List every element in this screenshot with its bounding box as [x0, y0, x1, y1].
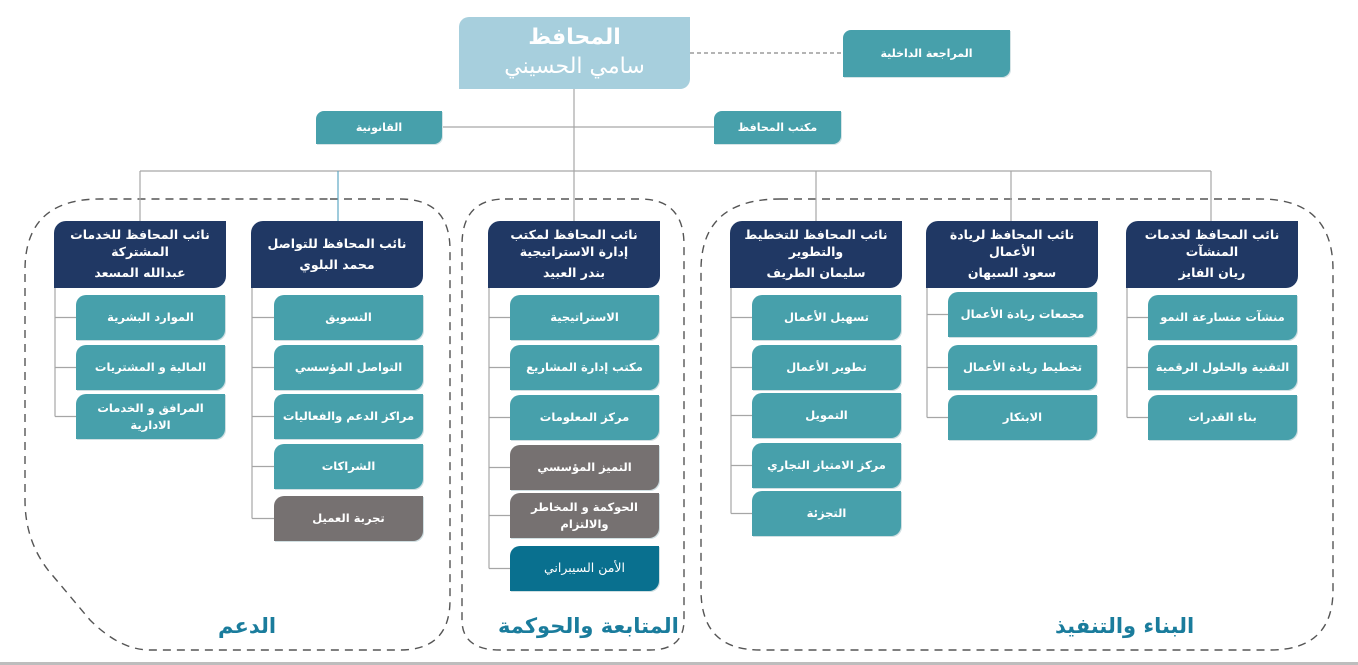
deputy-box-planning[interactable]: نائب المحافظ للتخطيط والتطوير سليمان الطر… — [730, 221, 902, 288]
deputy-name: بندر العبيد — [542, 264, 606, 280]
unit-label: منشآت متسارعة النمو — [1160, 310, 1285, 325]
cluster-label-execution: البناء والتنفيذ — [1055, 614, 1195, 638]
unit-label: الأمن السيبراني — [543, 560, 626, 576]
governor-box[interactable]: المحافظ سامي الحسيني — [459, 17, 690, 89]
unit-box[interactable]: التسويق — [274, 295, 423, 340]
deputy-title: نائب المحافظ لخدمات المنشآت — [1144, 227, 1280, 260]
unit-label: مركز الامتياز التجاري — [767, 458, 886, 473]
unit-label: التواصل المؤسسي — [294, 360, 403, 375]
unit-box[interactable]: التمويل — [752, 393, 901, 438]
deputy-name: سليمان الطريف — [766, 264, 866, 280]
unit-label: الابتكار — [1002, 410, 1043, 425]
unit-label: تطوير الأعمال — [786, 360, 867, 375]
unit-label: الحوكمة و المخاطر والالتزام — [531, 499, 638, 531]
deputy-box-communication[interactable]: نائب المحافظ للتواصل محمد البلوي — [251, 221, 423, 288]
deputy-title: نائب المحافظ للتخطيط والتطوير — [744, 227, 888, 260]
unit-box[interactable]: التواصل المؤسسي — [274, 345, 423, 390]
unit-label: التميز المؤسسي — [537, 460, 632, 475]
unit-box[interactable]: الاستراتيجية — [510, 295, 659, 340]
unit-label: الاستراتيجية — [550, 310, 619, 325]
deputy-name: عبدالله المسعد — [94, 264, 186, 280]
unit-label: التسويق — [325, 310, 372, 325]
unit-box[interactable]: منشآت متسارعة النمو — [1148, 295, 1297, 340]
unit-box[interactable]: الشراكات — [274, 444, 423, 489]
cluster-label-governance: المتابعة والحوكمة — [498, 614, 679, 638]
unit-box[interactable]: مجمعات ريادة الأعمال — [948, 292, 1097, 337]
cluster-label-support: الدعم — [218, 614, 277, 638]
governor-title: المحافظ — [528, 25, 621, 51]
unit-box[interactable]: الحوكمة و المخاطر والالتزام — [510, 493, 659, 538]
unit-label: التمويل — [805, 408, 848, 423]
governor-office-box[interactable]: مكتب المحافظ — [714, 111, 841, 144]
unit-box[interactable]: الأمن السيبراني — [510, 546, 659, 591]
deputy-title: نائب المحافظ للخدمات المشتركة — [70, 227, 210, 260]
legal-label: القانونية — [355, 120, 403, 134]
unit-box[interactable]: مراكز الدعم والفعاليات — [274, 394, 423, 439]
bottom-divider — [0, 662, 1358, 665]
unit-box[interactable]: تسهيل الأعمال — [752, 295, 901, 340]
unit-box[interactable]: بناء القدرات — [1148, 395, 1297, 440]
unit-box[interactable]: الموارد البشرية — [76, 295, 225, 340]
unit-box[interactable]: تطوير الأعمال — [752, 345, 901, 390]
unit-box[interactable]: المرافق و الخدمات الادارية — [76, 394, 225, 439]
unit-label: التجزئة — [806, 506, 847, 521]
unit-label: تجربة العميل — [312, 511, 385, 526]
deputy-box-establishments[interactable]: نائب المحافظ لخدمات المنشآت ريان الفايز — [1126, 221, 1298, 288]
unit-label: المرافق و الخدمات الادارية — [97, 400, 204, 432]
unit-label: مكتب إدارة المشاريع — [526, 360, 643, 375]
unit-label: التقنية والحلول الرقمية — [1155, 360, 1290, 375]
unit-label: مراكز الدعم والفعاليات — [282, 409, 415, 424]
deputy-title: نائب المحافظ للتواصل — [267, 235, 407, 251]
unit-box[interactable]: تجربة العميل — [274, 496, 423, 541]
unit-box[interactable]: تخطيط ريادة الأعمال — [948, 345, 1097, 390]
unit-label: مركز المعلومات — [539, 410, 630, 425]
deputy-title: نائب المحافظ لريادة الأعمال — [949, 227, 1075, 260]
unit-box[interactable]: الابتكار — [948, 395, 1097, 440]
unit-label: الموارد البشرية — [107, 310, 194, 325]
deputy-name: سعود السبهان — [967, 264, 1057, 280]
unit-box[interactable]: التميز المؤسسي — [510, 445, 659, 490]
legal-box[interactable]: القانونية — [316, 111, 442, 144]
internal-audit-box[interactable]: المراجعة الداخلية — [843, 30, 1010, 77]
deputy-title: نائب المحافظ لمكتب إدارة الاستراتيجية — [510, 227, 638, 260]
unit-box[interactable]: التجزئة — [752, 491, 901, 536]
deputy-name: ريان الفايز — [1178, 264, 1246, 280]
unit-label: المالية و المشتريات — [94, 360, 207, 375]
deputy-name: محمد البلوي — [299, 256, 375, 272]
unit-label: الشراكات — [321, 459, 376, 474]
deputy-box-strategy[interactable]: نائب المحافظ لمكتب إدارة الاستراتيجية بند… — [488, 221, 660, 288]
unit-label: مجمعات ريادة الأعمال — [960, 307, 1085, 322]
unit-box[interactable]: مركز المعلومات — [510, 395, 659, 440]
unit-label: تخطيط ريادة الأعمال — [962, 360, 1083, 375]
unit-label: بناء القدرات — [1188, 410, 1257, 425]
unit-box[interactable]: مركز الامتياز التجاري — [752, 443, 901, 488]
governor-name: سامي الحسيني — [504, 54, 645, 79]
governor-office-label: مكتب المحافظ — [737, 120, 818, 134]
unit-label: تسهيل الأعمال — [784, 310, 869, 325]
unit-box[interactable]: المالية و المشتريات — [76, 345, 225, 390]
deputy-box-entrepreneurship[interactable]: نائب المحافظ لريادة الأعمال سعود السبهان — [926, 221, 1098, 288]
unit-box[interactable]: التقنية والحلول الرقمية — [1148, 345, 1297, 390]
unit-box[interactable]: مكتب إدارة المشاريع — [510, 345, 659, 390]
deputy-box-shared-services[interactable]: نائب المحافظ للخدمات المشتركة عبدالله الم… — [54, 221, 226, 288]
internal-audit-label: المراجعة الداخلية — [880, 46, 973, 60]
